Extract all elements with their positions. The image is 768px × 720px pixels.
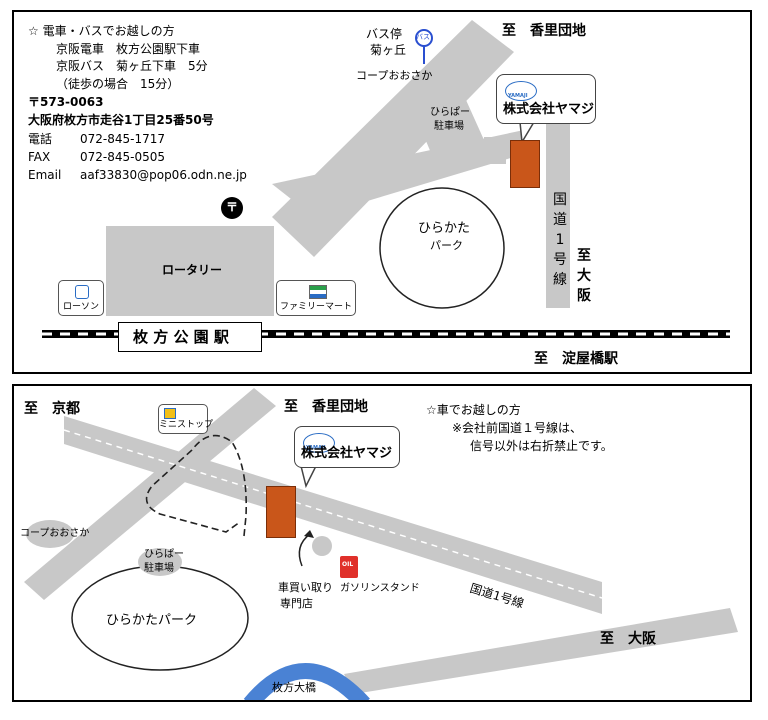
- gas-station-icon: OIL: [340, 556, 358, 578]
- postal-code: 〒573-0063: [28, 95, 104, 109]
- car-map-roads: [24, 388, 738, 700]
- familymart-icon: [309, 285, 327, 299]
- car-shop-circle: [312, 536, 332, 556]
- car-shop-label-1: 車買い取り: [278, 581, 333, 594]
- to-yodoyabashi: 至 淀屋橋駅: [534, 351, 618, 367]
- coop-label: コープおおさか: [20, 528, 90, 539]
- road-horizontal: [272, 130, 524, 217]
- access-train: 京阪電車 枚方公園駅下車: [56, 42, 201, 56]
- rotary-block: [106, 226, 274, 316]
- access-bus: 京阪バス 菊ヶ丘下車 5分: [56, 59, 208, 73]
- to-kyoto: 至 京都: [24, 401, 80, 417]
- parking-block: [418, 100, 484, 160]
- post-office-symbol: 〒: [226, 200, 239, 214]
- parking-label-1: ひらぱー: [430, 107, 470, 118]
- company-building: [510, 140, 540, 188]
- company-name: 株式会社ヤマジ: [301, 446, 393, 461]
- lawson-marker: ローソン: [58, 280, 104, 316]
- to-kouri-danchi: 至 香里団地: [284, 399, 368, 415]
- route1-road: [64, 416, 602, 614]
- post-office-icon: [221, 197, 243, 219]
- park-label-2: パーク: [430, 239, 463, 252]
- hirakata-park-circle: [379, 187, 505, 309]
- to-kouri-danchi: 至 香里団地: [502, 23, 586, 39]
- to-osaka-vertical: 至大阪: [577, 248, 591, 304]
- yamaji-logo-icon: YAMAJI: [505, 81, 537, 101]
- access-heading: ☆ 電車・バスでお越しの方: [28, 24, 175, 38]
- to-osaka: 至 大阪: [600, 631, 656, 647]
- company-building: [266, 486, 296, 538]
- bridge-label: 枚方大橋: [272, 681, 316, 694]
- parking-label-2: 駐車場: [144, 563, 174, 574]
- station-box: 枚 方 公 園 駅: [118, 322, 262, 352]
- station-name: 枚 方 公 園 駅: [133, 328, 229, 346]
- address: 大阪府枚方市走谷1丁目25番50号: [28, 113, 214, 127]
- rotary-label: ロータリー: [162, 263, 223, 277]
- car-access-map: 至 京都 至 香里団地 ☆車でお越しの方 ※会社前国道１号線は、 信号以外は右折…: [12, 384, 752, 702]
- gas-station-label: ガソリンスタンド: [340, 583, 420, 594]
- ministop-icon: [164, 408, 176, 419]
- car-shop-label-2: 専門店: [280, 597, 313, 610]
- car-access-heading: ☆車でお越しの方: [426, 403, 521, 417]
- coop-blob: [26, 520, 74, 548]
- park-label-1: ひらかた: [418, 221, 471, 236]
- lawson-icon: [75, 285, 89, 299]
- bus-stop-name: 菊ヶ丘: [370, 43, 407, 57]
- company-callout: YAMAJI 株式会社ヤマジ: [496, 74, 596, 124]
- parking-label-1: ひらぱー: [144, 549, 184, 560]
- road-diagonal: [24, 388, 276, 600]
- parking-blob: [138, 548, 182, 576]
- tel-number: 072-845-1717: [80, 132, 166, 146]
- walking-access-map: ☆ 電車・バスでお越しの方 京阪電車 枚方公園駅下車 京阪バス 菊ヶ丘下車 5分…: [12, 10, 752, 374]
- road-to-osaka: [344, 608, 738, 694]
- park-label: ひらかたパーク: [106, 613, 198, 628]
- email-label: Email: [28, 168, 62, 182]
- driving-route-arrow: [145, 434, 248, 537]
- car-access-note-2: 信号以外は右折禁止です。: [470, 439, 613, 453]
- yamaji-logo-icon: YAMAJI: [303, 433, 335, 453]
- company-name: 株式会社ヤマジ: [503, 102, 595, 117]
- walking-map-roads: [42, 20, 730, 338]
- bus-stop-label: バス停: [366, 27, 403, 41]
- car-access-note: ※会社前国道１号線は、: [452, 421, 583, 435]
- ministop-marker: ミニストップ: [158, 404, 213, 434]
- road-branch-parking: [374, 106, 414, 162]
- access-walking: （徒歩の場合 15分）: [56, 77, 180, 91]
- company-callout: YAMAJI 株式会社ヤマジ: [294, 426, 400, 468]
- coop-label: コープおおさか: [356, 69, 433, 82]
- fax-label: FAX: [28, 150, 51, 164]
- familymart-marker: ファミリーマート: [276, 280, 356, 316]
- parking-label-2: 駐車場: [434, 121, 464, 132]
- email-address[interactable]: aaf33830@pop06.odn.ne.jp: [80, 168, 247, 182]
- fax-number: 072-845-0505: [80, 150, 166, 164]
- river-arc: [243, 663, 370, 700]
- road-to-company: [484, 137, 506, 164]
- tel-label: 電話: [28, 132, 53, 146]
- bus-icon-text: バス: [416, 33, 430, 41]
